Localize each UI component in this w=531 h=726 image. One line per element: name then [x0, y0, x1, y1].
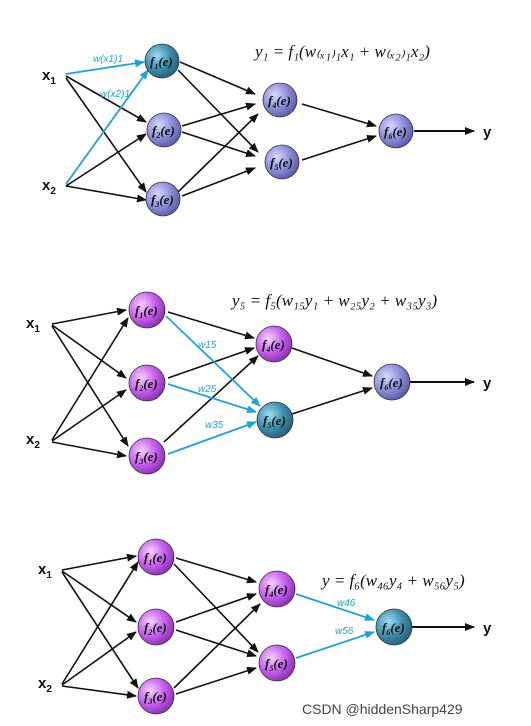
svg-text:f3(e): f3(e)	[135, 449, 158, 466]
panel-2-weight-35: w35	[205, 420, 224, 431]
panel-3-output-y: y	[483, 620, 492, 637]
panel-3-input-x1: x1	[38, 561, 52, 581]
svg-text:f3(e): f3(e)	[144, 689, 167, 706]
svg-text:f2(e): f2(e)	[152, 123, 175, 140]
panel-1-node-3: f3(e)	[145, 181, 181, 217]
svg-text:f1(e): f1(e)	[144, 550, 167, 567]
panel-3: y = f₆(w₄₆y₄ + w₅₆y₅) x1 x2 w46 w56 y f1…	[38, 538, 492, 715]
svg-text:f2(e): f2(e)	[144, 620, 167, 637]
panel-2-node-6: f6(e)	[373, 363, 411, 401]
panel-2-node-2: f2(e)	[128, 364, 166, 402]
panel-1-node-1: f1(e)	[144, 43, 180, 79]
panel-1: y₁ = f₁(w₍ₓ₁₎₁x₁ + w₍ₓ₂₎₁x₂) x1 x2 w(x1)…	[42, 42, 492, 217]
svg-text:f1(e): f1(e)	[150, 54, 173, 71]
panel-2-weight-15: w15	[198, 340, 217, 351]
panel-3-weight-46: w46	[337, 598, 356, 609]
panel-1-input-x2: x2	[42, 177, 56, 197]
panel-3-weight-56: w56	[335, 626, 354, 637]
svg-text:f5(e): f5(e)	[270, 155, 293, 172]
panel-3-node-6: f6(e)	[375, 608, 413, 646]
panel-2-node-1: f1(e)	[128, 291, 166, 329]
edge-x1-n1-blue	[65, 59, 145, 75]
svg-text:f5(e): f5(e)	[263, 413, 286, 430]
panel-2: y₅ = f₅(w₁₅y₁ + w₂₅y₂ + w₃₅y₃) x1 x2 w15…	[26, 291, 492, 475]
svg-text:f6(e): f6(e)	[384, 124, 407, 141]
panel-1-output-y: y	[483, 124, 492, 141]
svg-text:f5(e): f5(e)	[265, 656, 288, 673]
svg-text:f4(e): f4(e)	[268, 93, 291, 110]
edge-x2-n3	[65, 185, 147, 203]
svg-text:f3(e): f3(e)	[151, 192, 174, 209]
panel-3-node-2: f2(e)	[137, 608, 175, 646]
panel-1-node-5: f5(e)	[264, 144, 300, 180]
panel-2-node-3: f3(e)	[128, 437, 166, 475]
edge-x2-n1-blue	[65, 69, 149, 185]
panel-3-node-3: f3(e)	[137, 677, 175, 715]
svg-text:f2(e): f2(e)	[135, 376, 158, 393]
panel-3-node-1: f1(e)	[137, 538, 175, 576]
panel-1-node-6: f6(e)	[378, 113, 414, 149]
panel-2-input-x2: x2	[26, 431, 40, 451]
svg-text:f6(e): f6(e)	[380, 375, 403, 392]
panel-1-node-4: f4(e)	[262, 82, 298, 118]
watermark: CSDN @hiddenSharp429	[302, 701, 463, 717]
panel-1-formula: y₁ = f₁(w₍ₓ₁₎₁x₁ + w₍ₓ₂₎₁x₂)	[253, 42, 430, 61]
panel-1-input-x1: x1	[42, 67, 56, 87]
panel-2-weight-25: w25	[198, 384, 217, 395]
svg-text:f4(e): f4(e)	[265, 582, 288, 599]
svg-text:f6(e): f6(e)	[382, 620, 405, 637]
panel-2-node-4: f4(e)	[255, 325, 293, 363]
panel-1-weight-x1: w(x1)1	[93, 54, 123, 65]
panel-3-node-4: f4(e)	[258, 570, 296, 608]
panel-3-formula: y = f₆(w₄₆y₄ + w₅₆y₅)	[320, 571, 465, 590]
svg-text:f1(e): f1(e)	[135, 303, 158, 320]
panel-1-weight-x2: w(x2)1	[100, 89, 130, 100]
panel-2-input-x1: x1	[26, 315, 40, 335]
panel-2-formula: y₅ = f₅(w₁₅y₁ + w₂₅y₂ + w₃₅y₃)	[230, 291, 438, 310]
panel-1-node-2: f2(e)	[146, 112, 182, 148]
svg-text:f4(e): f4(e)	[262, 337, 285, 354]
panel-3-node-5: f5(e)	[258, 644, 296, 682]
edge-x2-n2	[65, 133, 147, 187]
edge-x1-n2	[65, 75, 147, 123]
edge-x1-n3	[65, 77, 147, 193]
panel-2-node-5: f5(e)	[256, 401, 294, 439]
panel-3-input-x2: x2	[38, 675, 52, 695]
panel-2-output-y: y	[483, 375, 492, 392]
